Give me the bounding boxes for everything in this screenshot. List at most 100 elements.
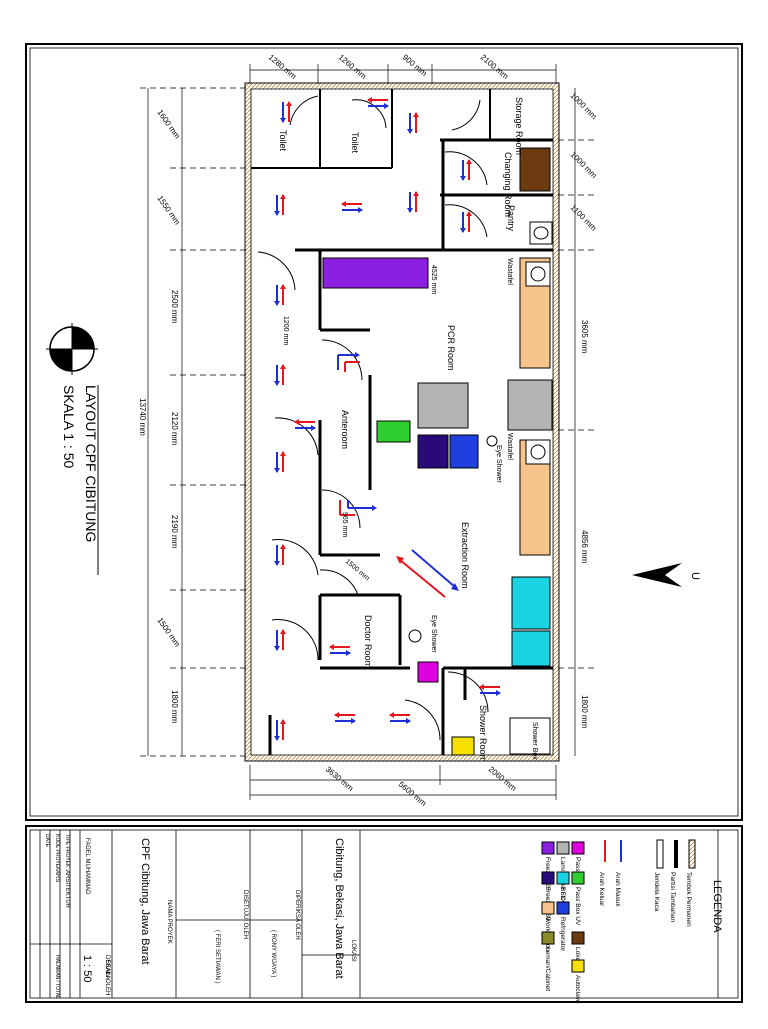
- tb-tipe-label: TIPE PROYEK :: [64, 834, 70, 870]
- room-changing: Changing Room: [503, 152, 513, 217]
- legend-label-9: Refrigerator: [559, 917, 566, 952]
- label-eye-shower-2: Eye Shower: [430, 615, 437, 653]
- dim-left-6: 1500 mm: [155, 616, 182, 649]
- legend-label-0: Tembok Permanen: [685, 872, 692, 927]
- label-shower-box: Shower Box: [531, 722, 538, 760]
- bsc-ii-1: [511, 576, 551, 630]
- room-toilet-2: Toilet: [350, 132, 360, 154]
- label-wastafel-1: Wastafel: [506, 258, 513, 285]
- legend-item-4: Arah Keluar: [598, 840, 606, 907]
- tb-disetujui-value: ( FERI SETIAWAN ): [214, 930, 220, 984]
- dim-top-4: 2100 mm: [479, 53, 511, 82]
- legend-swatch-6: [571, 871, 585, 885]
- label-eye-shower-1: Eye Shower: [495, 445, 502, 483]
- legend-item-13: Lemari/Cabinet: [541, 931, 555, 991]
- dim-left-2: 1550 mm: [155, 194, 182, 227]
- legend-title: LEGENDA: [711, 880, 723, 933]
- loker: [519, 147, 551, 192]
- room-extraction: Extraction Room: [460, 522, 470, 589]
- room-anteroom: Anteroom: [340, 410, 350, 449]
- legend-swatch-10: [541, 841, 555, 855]
- tb-proyek-label: NAMA PROYEK: [166, 900, 172, 944]
- legend-label-6: Pass Box UV: [574, 887, 581, 926]
- legend-swatch-1: [674, 840, 678, 868]
- plan-scale: SKALA 1 : 50: [61, 385, 77, 468]
- north-arrow-icon: U: [632, 563, 701, 587]
- tb-proyek-value: CPF Cibitung, Jawa Barat: [139, 838, 151, 965]
- room-pcr: PCR Room: [446, 325, 456, 371]
- legend-label-13: Lemari/Cabinet: [544, 947, 551, 991]
- legend-swatch-8: [556, 871, 570, 885]
- dim-right-1: 1000 mm: [569, 91, 599, 121]
- legend-label-3: Arah Masuk: [614, 872, 621, 907]
- tb-skala-label: SKALA: [104, 960, 110, 979]
- legend-item-5: Pass Box: [571, 841, 585, 885]
- tb-date-label: DATE: [44, 834, 50, 848]
- tb-lokasi-label: LOKASI: [350, 940, 356, 962]
- tb-kode-label: KODE PROYEK :: [54, 834, 60, 873]
- legend-label-4: Arah Keluar: [598, 872, 605, 907]
- room-storage: Storage Room: [514, 97, 524, 155]
- legend-swatch-9: [556, 901, 570, 915]
- legend-swatch-2: [656, 839, 664, 869]
- legend-label-15: Autoclave: [574, 975, 581, 1004]
- north-label: U: [689, 572, 701, 580]
- title-block: LEGENDA Tembok Permanen Partisi Tambahan J…: [30, 830, 723, 1004]
- legend-label-2: Jendela Kaca: [653, 872, 660, 912]
- dim-inner-1: 4525 mm: [430, 265, 437, 294]
- label-wastafel-2: Wastafel: [506, 433, 513, 460]
- room-pantry: Pantry: [506, 205, 516, 232]
- tb-desain-value: FADEL MUHAMMAD: [84, 838, 90, 895]
- dim-left-4: 2120 mm: [170, 412, 179, 446]
- legend-swatch-0: [688, 839, 696, 869]
- dim-inner-2: 1200 mm: [282, 316, 289, 345]
- bsc-ii-2: [511, 630, 551, 667]
- legend-item-0: Tembok Permanen: [685, 839, 696, 927]
- refrigerator: [449, 434, 479, 469]
- dim-top-1: 1280 mm: [267, 53, 299, 82]
- legend-swatch-14: [571, 931, 585, 945]
- dim-right-3: 1100 mm: [569, 203, 599, 233]
- legend-swatch-7: [556, 841, 570, 855]
- legend-swatch-15: [571, 959, 585, 973]
- pass-box-uv: [376, 420, 411, 443]
- room-shower: Shower Room: [478, 705, 488, 762]
- dim-right-2: 1000 mm: [569, 150, 599, 180]
- floor-plan: Toilet Toilet Storage Room Changing Room…: [46, 53, 701, 808]
- legend-label-14: Loker: [574, 947, 581, 964]
- tb-kode-value: ARS: [54, 870, 60, 882]
- freezer-20: [322, 257, 429, 289]
- legend-item-1: Partisi Tambahan: [669, 840, 678, 922]
- dim-right-4: 3605 mm: [580, 320, 589, 354]
- dim-right-5: 4856 mm: [580, 530, 589, 564]
- legend-swatch-11: [541, 871, 555, 885]
- legend-item-9: Refrigerator: [556, 901, 570, 952]
- legend-label-5: Pass Box: [574, 857, 581, 885]
- outer-wall: [245, 83, 559, 761]
- shower-box: [509, 717, 551, 755]
- dim-right-6: 1800 mm: [580, 695, 589, 729]
- tb-diperiksa-value: ( RONY WIJAYA ): [270, 930, 276, 977]
- legend-swatch-12: [541, 901, 555, 915]
- legend-item-15: Autoclave: [571, 959, 585, 1004]
- legend-item-2: Jendela Kaca: [653, 839, 664, 912]
- compass-icon: [46, 323, 98, 375]
- drawing-frame: [25, 43, 743, 821]
- tb-tipe-value: ARSITEKTUR: [64, 870, 70, 909]
- tb-desain-label: DESAIN OLEH: [104, 955, 110, 995]
- legend-label-8: BSC II: [559, 887, 566, 906]
- legend-swatch-5: [571, 841, 585, 855]
- tb-diperiksa-label: DIPERIKSA OLEH: [294, 890, 300, 940]
- title-block-frame: [25, 825, 743, 1003]
- room-toilet-1: Toilet: [278, 130, 288, 152]
- dim-left-3: 2500 mm: [170, 290, 179, 324]
- legend-item-8: BSC II: [556, 871, 570, 906]
- freezer-80: [417, 434, 449, 469]
- dim-left-7: 1800 mm: [170, 690, 179, 724]
- dim-inner-3: 965 mm: [341, 512, 348, 537]
- tb-disetujui-label: DISETUJUI OLEH: [242, 890, 248, 939]
- dim-top-3: 900 mm: [401, 53, 429, 79]
- dim-inner-4: 1500 mm: [344, 558, 371, 582]
- dim-top-2: 1260 mm: [337, 53, 369, 82]
